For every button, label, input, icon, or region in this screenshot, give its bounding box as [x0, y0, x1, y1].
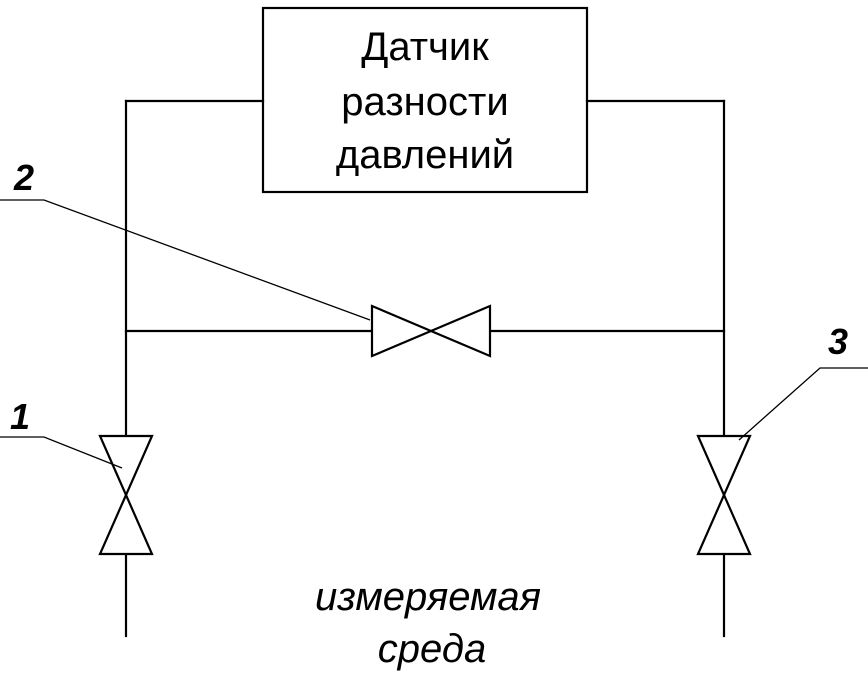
callout-number-3: 3 — [828, 321, 848, 362]
callout-number-1: 1 — [10, 396, 30, 437]
valve-1-symbol — [98, 434, 154, 498]
sensor-box — [261, 6, 589, 194]
callout-number-2: 2 — [13, 157, 34, 198]
leader-line-1 — [0, 436, 123, 469]
medium-label-line-2: среда — [378, 627, 486, 671]
valve-3-symbol — [696, 434, 752, 498]
valve-1-symbol-bottom — [98, 492, 154, 556]
leader-line-2 — [0, 199, 371, 321]
valve-2-symbol-right — [428, 304, 492, 358]
valve-3-symbol-bottom — [696, 492, 752, 556]
medium-label-line-1: измеряемая — [315, 575, 541, 619]
sensor-label-line-3: давлений — [336, 133, 514, 177]
leader-line-3 — [738, 367, 868, 441]
sensor-label-line-2: разности — [341, 80, 508, 124]
valve-2-symbol — [370, 304, 434, 358]
sensor-label-line-1: Датчик — [361, 25, 489, 69]
